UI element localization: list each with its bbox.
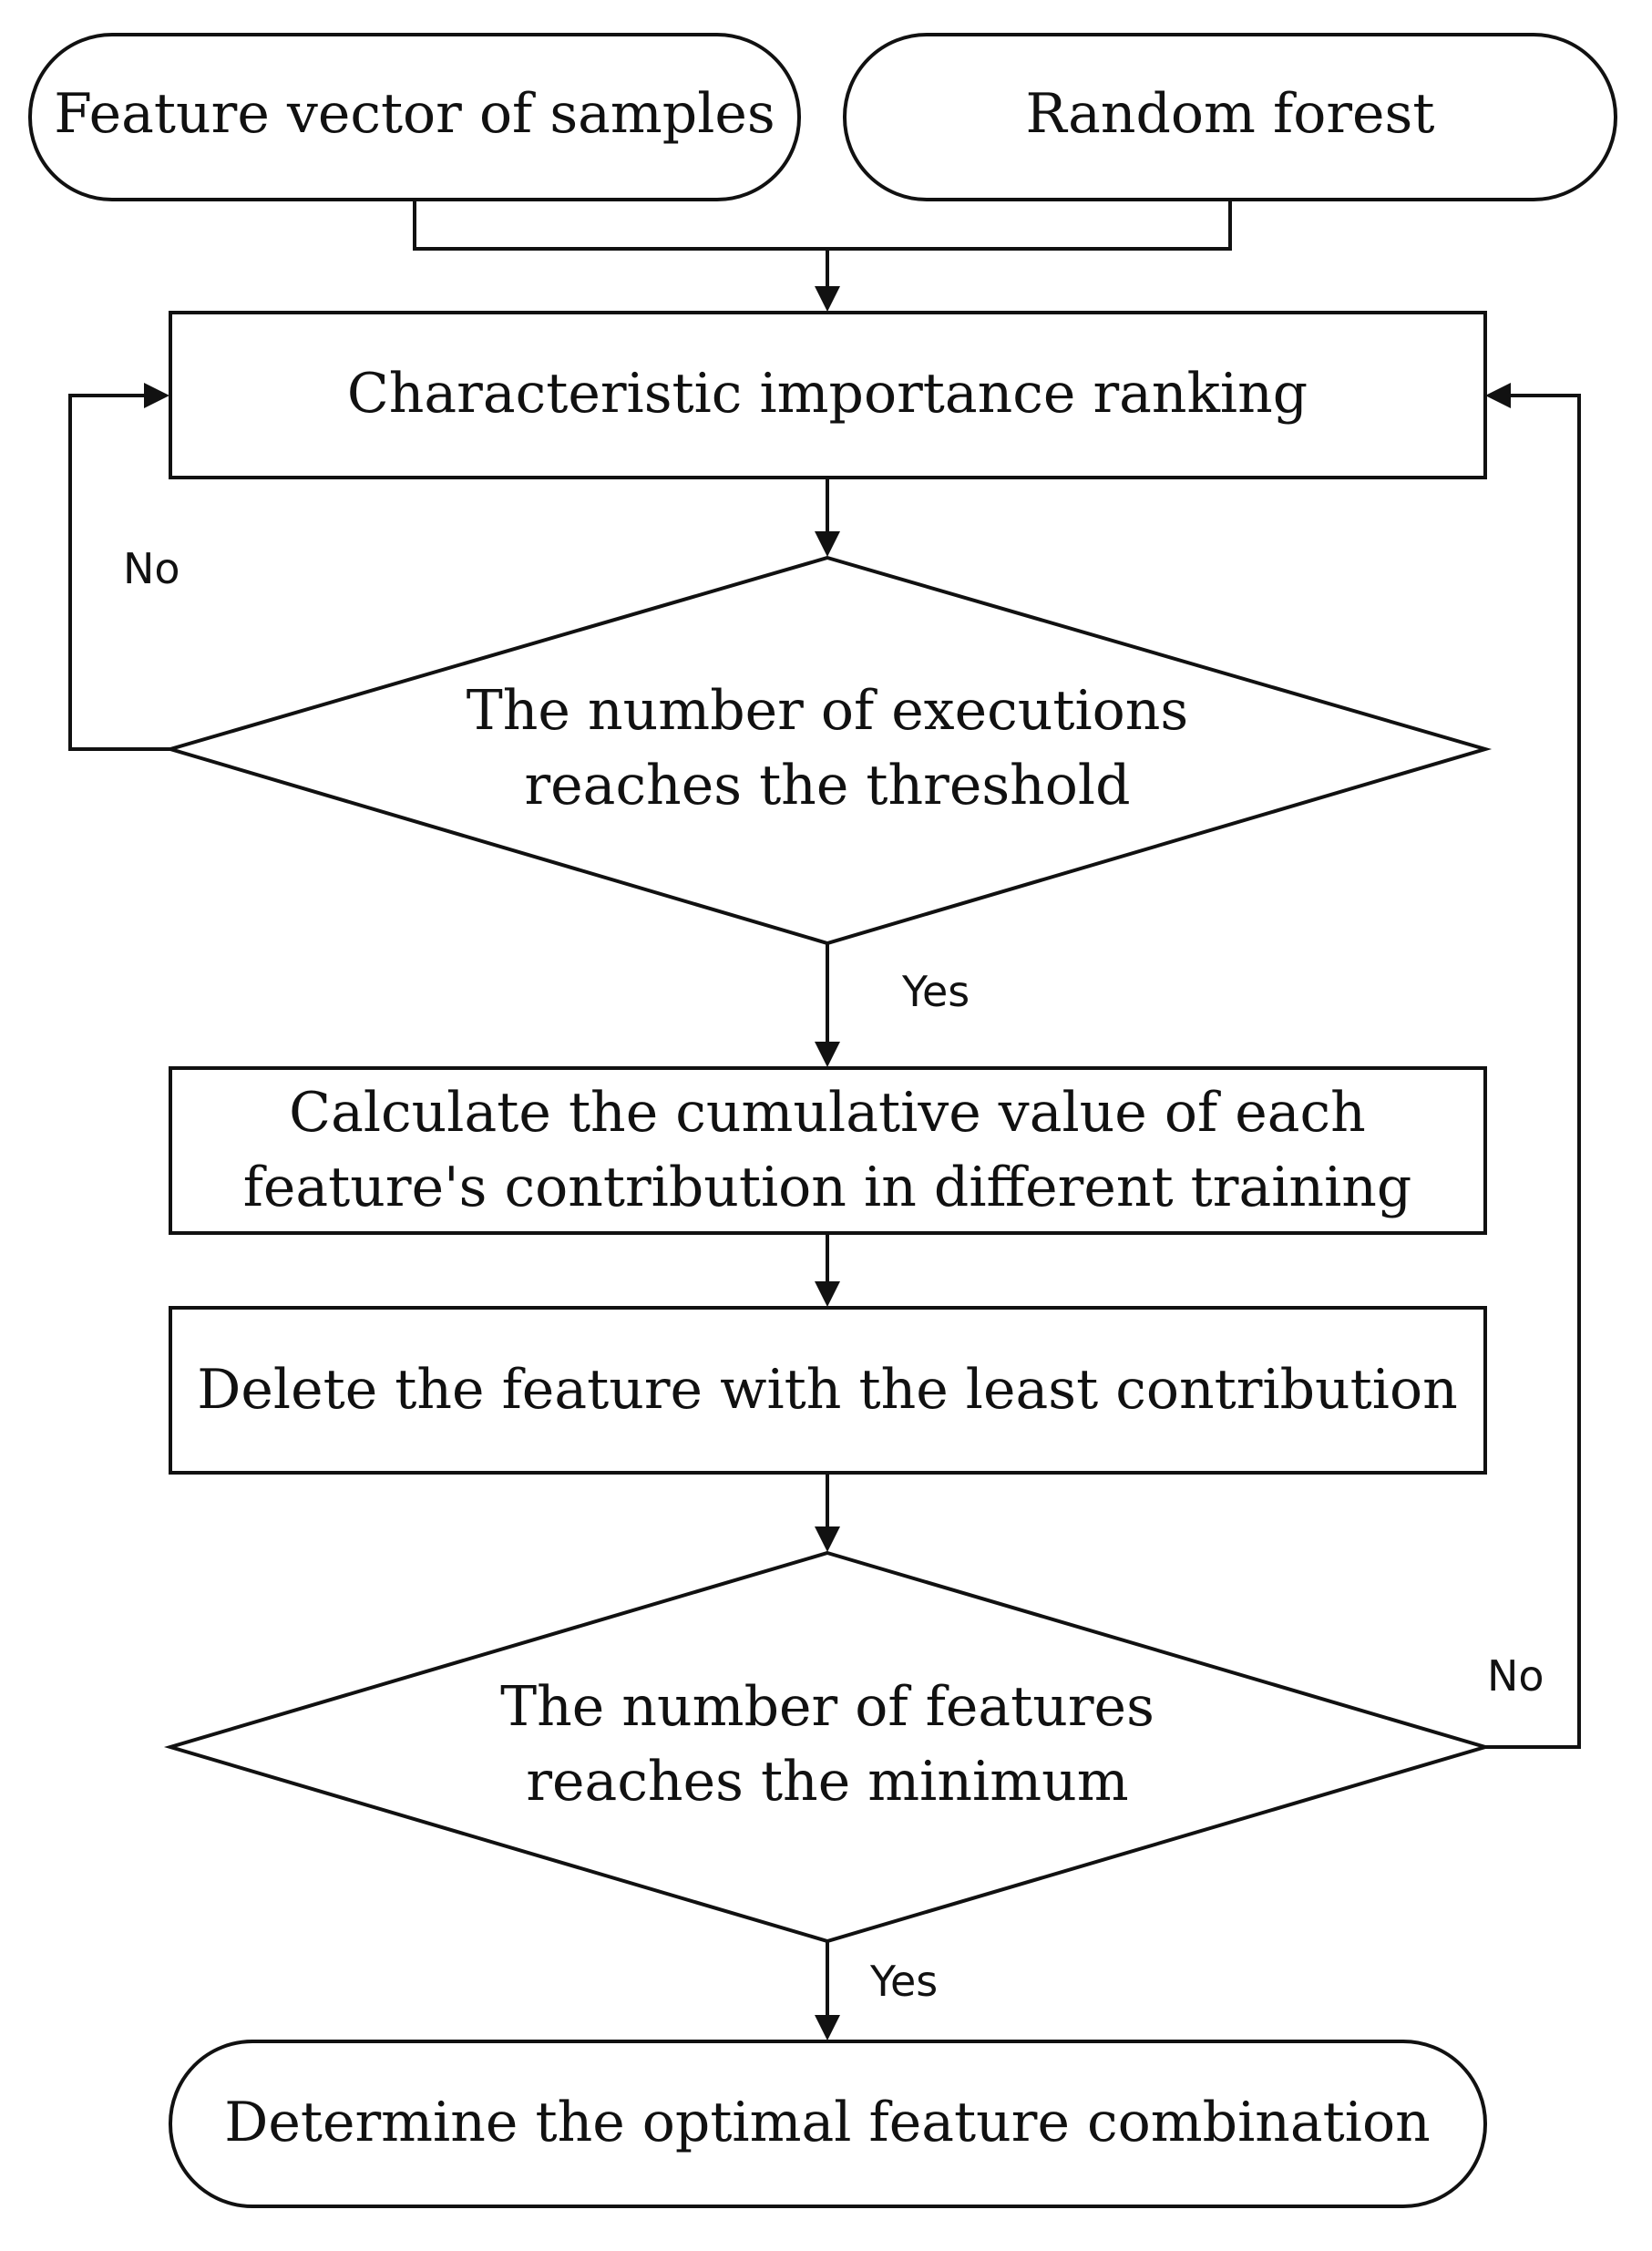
label-no-executions: No: [123, 544, 180, 593]
label-yes-features: Yes: [869, 1957, 938, 2006]
loop-no-executions: [68, 394, 170, 751]
arrow-head-loop-no-features: [1485, 383, 1511, 408]
label-no-features: No: [1487, 1651, 1544, 1701]
loop-no-features: [1485, 394, 1581, 1749]
decision-features-minimum: The number of features reaches the minim…: [163, 1550, 1493, 1944]
process-cumulative-contribution: Calculate the cumulative value of each f…: [169, 1066, 1487, 1235]
process-importance-ranking: Characteristic importance ranking: [169, 311, 1487, 479]
terminal-random-forest-label: Random forest: [1026, 82, 1435, 146]
arrow-head-to-ranking: [815, 286, 840, 312]
arrow-head-loop-no-executions: [144, 383, 169, 408]
arrow-head-to-decision-executions: [815, 531, 840, 557]
arrow-head-to-cumulative: [815, 1042, 840, 1067]
terminal-random-forest: Random forest: [843, 33, 1617, 201]
process-cumulative-line-2: feature's contribution in different trai…: [243, 1156, 1412, 1219]
terminal-optimal-combination: Determine the optimal feature combinatio…: [169, 2040, 1487, 2208]
arrow-head-to-result: [815, 2015, 840, 2040]
merge-connector: [413, 200, 1232, 251]
terminal-feature-vector: Feature vector of samples: [28, 33, 801, 201]
decision-features-line-2: reaches the minimum: [526, 1750, 1128, 1814]
label-yes-executions: Yes: [901, 967, 970, 1016]
arrow-head-to-decision-features: [815, 1526, 840, 1552]
decision-features-line-1: The number of features: [500, 1675, 1154, 1739]
terminal-optimal-combination-label: Determine the optimal feature combinatio…: [224, 2091, 1431, 2154]
decision-executions-line-2: reaches the threshold: [524, 754, 1130, 817]
arrow-head-to-delete: [815, 1281, 840, 1307]
process-importance-ranking-label: Characteristic importance ranking: [347, 362, 1308, 426]
terminal-feature-vector-label: Feature vector of samples: [54, 82, 775, 146]
process-delete-feature: Delete the feature with the least contri…: [169, 1306, 1487, 1475]
process-delete-feature-label: Delete the feature with the least contri…: [197, 1358, 1457, 1422]
decision-executions-line-1: The number of executions: [467, 679, 1188, 743]
process-cumulative-line-1: Calculate the cumulative value of each: [289, 1081, 1366, 1145]
decision-executions-threshold: The number of executions reaches the thr…: [163, 555, 1493, 946]
